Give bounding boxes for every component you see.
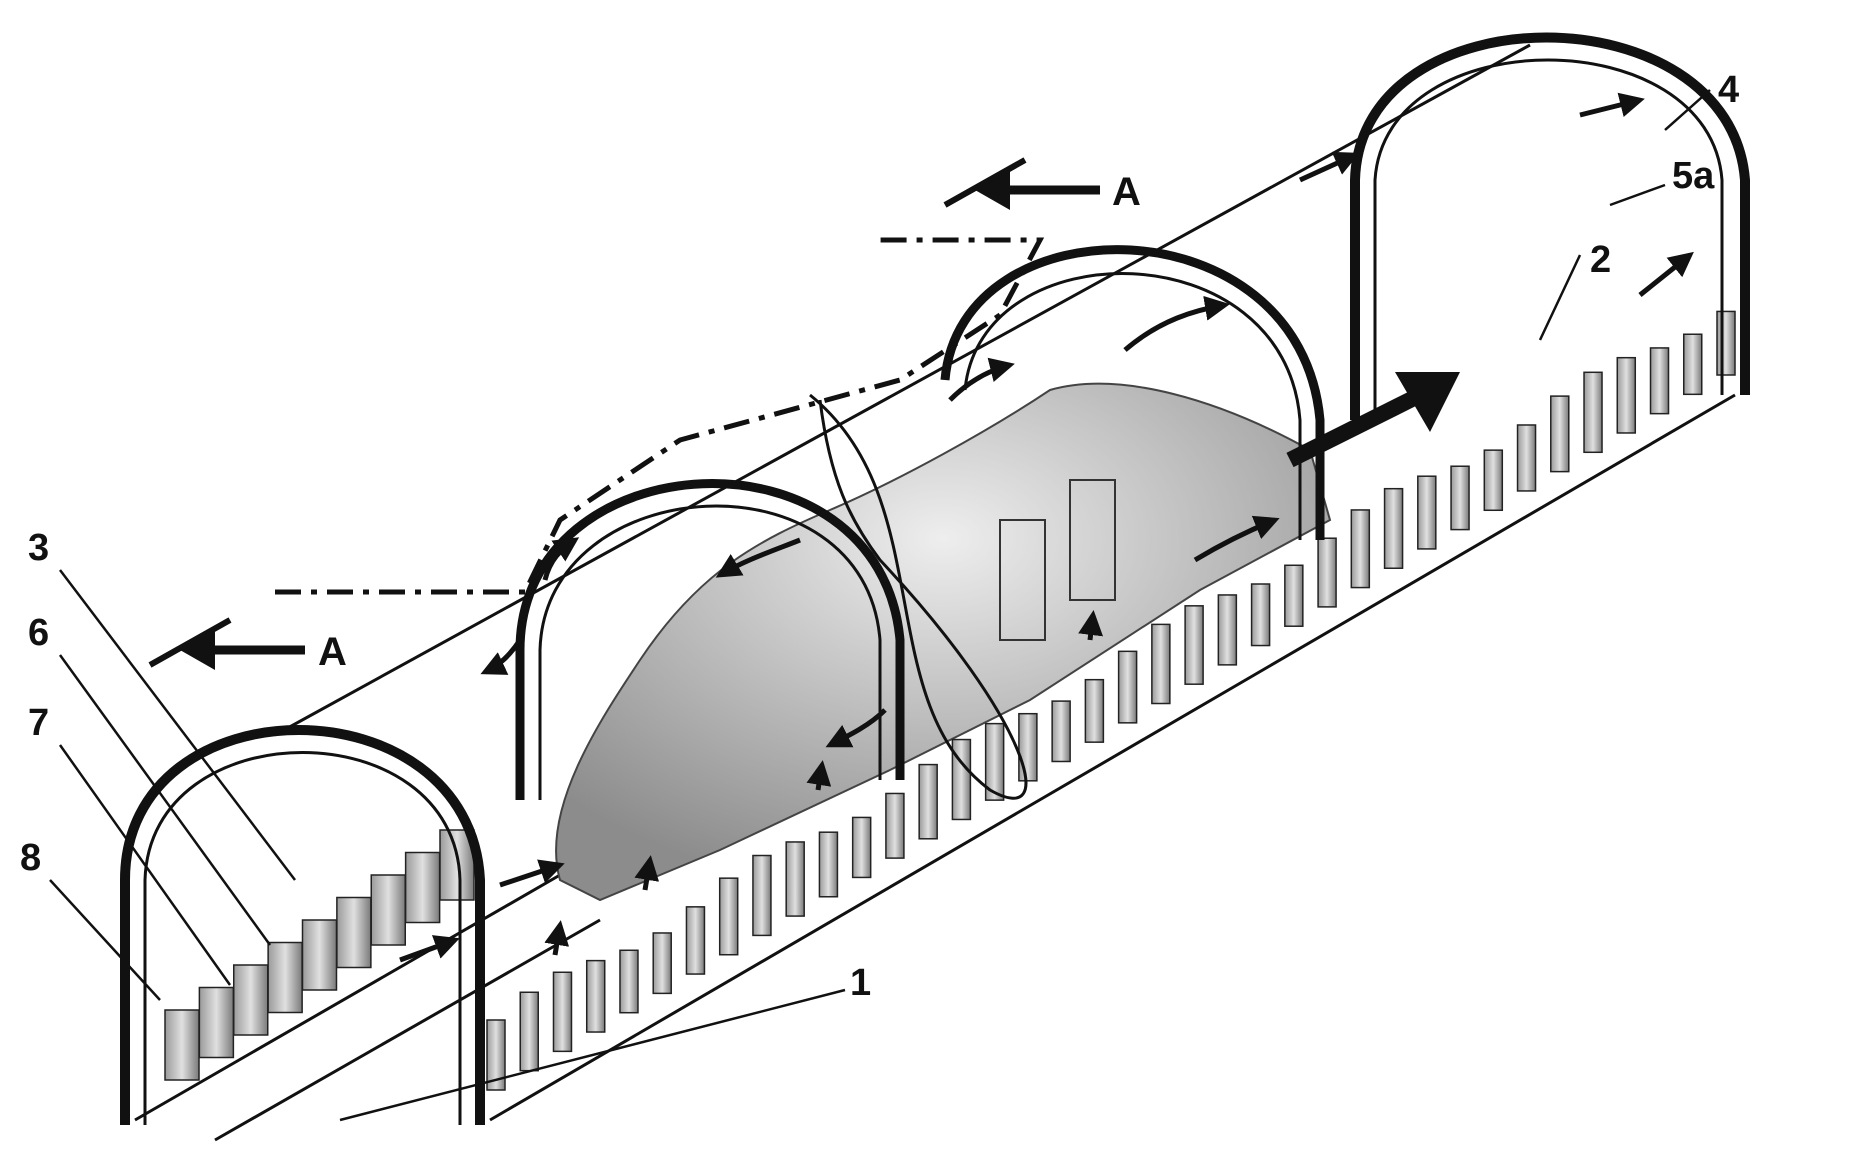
louver-slat [1616,356,1637,434]
louver-slat [1350,509,1371,589]
louver-slat [984,722,1005,801]
louver-slat [1716,310,1736,376]
louver-slat [818,831,839,898]
label-2: 2 [1590,239,1611,281]
label-5a: 5a [1672,155,1715,197]
louver-slat [951,738,972,821]
louver-slat [1151,623,1171,705]
arrow-icon [544,920,570,956]
louver-slat [619,949,639,1014]
arrow-icon [1638,251,1694,297]
louver-slat [552,971,573,1053]
arrow-icon [806,760,832,791]
louver-slat [1417,475,1437,550]
louver-slat [1217,594,1238,666]
arrow-icon [1078,610,1104,641]
break-line [809,393,1028,800]
label-3: 3 [28,527,49,569]
label-8: 8 [20,837,41,879]
louver-slat [918,763,938,840]
louver-slat [1284,564,1304,627]
wall-louver [404,851,441,924]
arrow-icon [1193,515,1280,563]
rear-arch [1350,32,1750,420]
arrow-icon [715,537,801,578]
arrow-icon [480,638,523,675]
wall-louver [336,896,372,969]
section-line-a [275,237,1045,595]
louver-slat [1317,537,1337,608]
louver-slat [1084,678,1105,743]
arrow-icon [542,537,580,581]
front-arch [120,725,485,1125]
louver-slat [851,816,872,879]
wall-louvers [164,829,475,1081]
leader-lines [49,89,1711,1122]
louver-slat [1683,333,1703,396]
arrow-icon [634,855,660,891]
wall-louver [233,964,269,1036]
louver-slat [1250,583,1271,647]
louver-slat [685,906,706,975]
louver-slat [752,854,772,937]
wall-louver [301,919,338,991]
flow-arrows [399,92,1694,963]
arrow-icon [1579,92,1645,118]
louver-slat [519,991,539,1072]
louver-slat [1649,347,1670,415]
louver-slat [1450,465,1470,531]
floor-louvers [486,310,1736,1091]
second-arch [515,479,905,800]
arrow-icon [499,859,565,888]
louver-slat [1383,487,1404,569]
label-7: 7 [28,702,49,744]
wall-louver [267,941,303,1014]
train-door [999,519,1046,641]
tunnel-arches [120,32,1750,1125]
third-arch [940,245,1325,540]
louver-slat [1117,650,1138,724]
label-6: 6 [28,612,49,654]
section-arrow-icon: A [943,157,1141,214]
section-arrow-icon: A [148,617,347,674]
louver-slat [1018,712,1038,782]
main-flow-arrow [1286,372,1460,468]
louver-slat [1184,605,1204,685]
louver-slat [885,792,905,859]
wall-louver [198,986,235,1059]
arrow-icon [1298,151,1360,183]
louver-slat [1051,700,1071,763]
louver-slat [652,932,672,995]
section-label-upper: A [1112,170,1141,214]
arrow-icon [399,935,460,963]
louver-slat [486,1019,506,1091]
louver-slat [1583,371,1603,454]
train-door [1069,479,1116,601]
arrow-icon [1123,295,1230,352]
louver-slat [1516,424,1537,492]
label-1: 1 [850,962,871,1004]
louver-slat [718,877,739,956]
louver-slat [585,959,606,1033]
louver-slat [785,841,805,917]
reference-labels: 4 5a 2 3 6 7 8 1 [20,69,1739,1004]
section-label-lower: A [318,630,347,674]
arrow-icon [948,357,1015,402]
wall-louver [164,1009,200,1081]
arrow-icon [825,708,887,748]
louver-slat [1483,449,1504,512]
wall-louver [370,874,406,946]
tunnel-outline [134,43,1736,1142]
label-4: 4 [1718,69,1739,111]
louver-slat [1550,395,1570,473]
train [555,382,1332,902]
